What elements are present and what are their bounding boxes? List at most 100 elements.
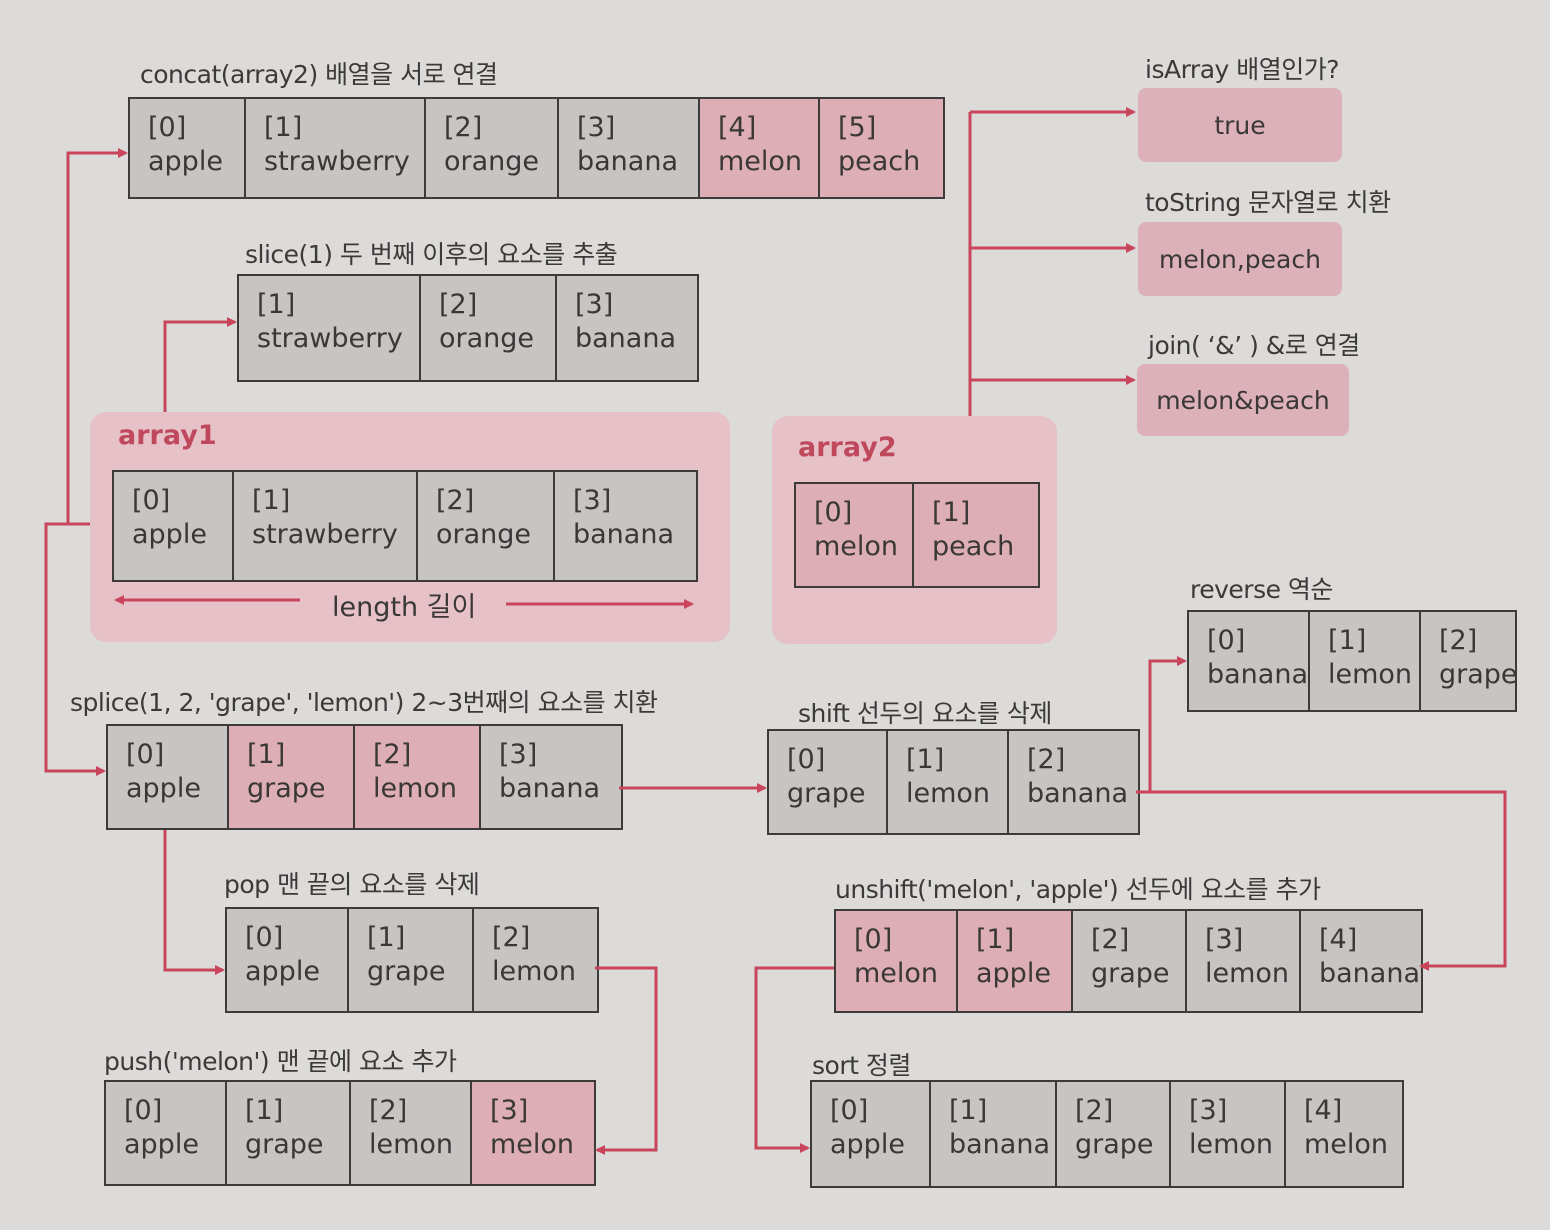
arrow-splice-to-pop bbox=[163, 830, 225, 975]
cell-value: melon bbox=[1304, 1129, 1389, 1160]
cell-value: grape bbox=[245, 1129, 324, 1160]
array-cell: [2]lemon bbox=[351, 1082, 472, 1184]
array-cell: [3]banana bbox=[555, 472, 696, 580]
cell-index: [3] bbox=[573, 485, 612, 516]
arrow-shift-to-reverse bbox=[1136, 656, 1187, 794]
array-cell: [1]grape bbox=[229, 726, 355, 828]
shift-array: [0]grape[1]lemon[2]banana bbox=[767, 729, 1140, 835]
array-cell: [3]banana bbox=[559, 99, 700, 197]
cell-index: [3] bbox=[490, 1095, 529, 1126]
array-cell: [1]grape bbox=[349, 909, 474, 1011]
array-cell: [1]apple bbox=[958, 911, 1073, 1011]
cell-index: [0] bbox=[854, 924, 893, 955]
cell-value: grape bbox=[1091, 958, 1170, 989]
cell-value: apple bbox=[976, 958, 1051, 989]
cell-index: [0] bbox=[830, 1095, 869, 1126]
array-cell: [2]orange bbox=[421, 276, 557, 380]
array2-array: [0]melon[1]peach bbox=[794, 482, 1040, 588]
concat-label: concat(array2) 배열을 서로 연결 bbox=[140, 60, 498, 89]
array-cell: [1]lemon bbox=[1310, 612, 1421, 710]
shift-label: shift 선두의 요소를 삭제 bbox=[798, 699, 1052, 728]
cell-index: [0] bbox=[124, 1095, 163, 1126]
array-cell: [3]lemon bbox=[1187, 911, 1301, 1011]
arrow-pop-to-push bbox=[595, 966, 658, 1155]
array-cell: [4]melon bbox=[1286, 1082, 1402, 1186]
cell-value: apple bbox=[132, 519, 207, 550]
cell-value: grape bbox=[367, 956, 446, 987]
array-cell: [0]banana bbox=[1189, 612, 1310, 710]
array-cell: [2]grape bbox=[1421, 612, 1515, 710]
array-cell: [3]melon bbox=[472, 1082, 594, 1184]
cell-index: [2] bbox=[1027, 744, 1066, 775]
length-label: length 길이 bbox=[332, 592, 477, 623]
cell-value: orange bbox=[436, 519, 532, 550]
array-cell: [0]apple bbox=[106, 1082, 227, 1184]
array-cell: [3]lemon bbox=[1171, 1082, 1286, 1186]
join-label: join( ‘&’ ) &로 연결 bbox=[1148, 331, 1360, 360]
cell-value: peach bbox=[838, 146, 921, 177]
concat-array: [0]apple[1]strawberry[2]orange[3]banana[… bbox=[128, 97, 945, 199]
cell-index: [1] bbox=[252, 485, 291, 516]
array-cell: [0]apple bbox=[114, 472, 234, 580]
array-cell: [0]grape bbox=[769, 731, 888, 833]
cell-index: [1] bbox=[906, 744, 945, 775]
cell-value: melon bbox=[854, 958, 939, 989]
array-cell: [2]banana bbox=[1009, 731, 1138, 833]
cell-index: [0] bbox=[148, 112, 187, 143]
cell-value: lemon bbox=[906, 778, 991, 809]
cell-value: strawberry bbox=[257, 323, 403, 354]
cell-index: [1] bbox=[247, 739, 286, 770]
array-cell: [0]melon bbox=[796, 484, 914, 586]
cell-index: [2] bbox=[439, 289, 478, 320]
splice-array: [0]apple[1]grape[2]lemon[3]banana bbox=[106, 724, 623, 830]
cell-index: [0] bbox=[787, 744, 826, 775]
array-cell: [1]strawberry bbox=[246, 99, 426, 197]
cell-value: apple bbox=[126, 773, 201, 804]
cell-value: orange bbox=[439, 323, 535, 354]
cell-value: apple bbox=[124, 1129, 199, 1160]
cell-value: apple bbox=[148, 146, 223, 177]
cell-index: [3] bbox=[1205, 924, 1244, 955]
cell-index: [0] bbox=[126, 739, 165, 770]
array-cell: [0]apple bbox=[130, 99, 246, 197]
array1-array: [0]apple[1]strawberry[2]orange[3]banana bbox=[112, 470, 698, 582]
pop-label: pop 맨 끝의 요소를 삭제 bbox=[224, 870, 480, 899]
array-cell: [2]grape bbox=[1057, 1082, 1171, 1186]
cell-value: melon bbox=[814, 531, 899, 562]
cell-index: [0] bbox=[1207, 625, 1246, 656]
array-cell: [3]banana bbox=[557, 276, 697, 380]
cell-value: melon bbox=[490, 1129, 575, 1160]
arrow-array1-to-slice bbox=[163, 317, 237, 412]
cell-value: lemon bbox=[1189, 1129, 1274, 1160]
reverse-array: [0]banana[1]lemon[2]grape bbox=[1187, 610, 1517, 712]
isarray-result: true bbox=[1138, 88, 1342, 162]
cell-index: [4] bbox=[1319, 924, 1358, 955]
array-cell: [1]banana bbox=[931, 1082, 1057, 1186]
array-cell: [2]orange bbox=[418, 472, 555, 580]
cell-value: grape bbox=[247, 773, 326, 804]
cell-value: apple bbox=[245, 956, 320, 987]
pop-array: [0]apple[1]grape[2]lemon bbox=[225, 907, 599, 1013]
unshift-array: [0]melon[1]apple[2]grape[3]lemon[4]banan… bbox=[834, 909, 1423, 1013]
cell-index: [1] bbox=[932, 497, 971, 528]
cell-index: [1] bbox=[367, 922, 406, 953]
cell-value: banana bbox=[499, 773, 600, 804]
cell-index: [2] bbox=[1075, 1095, 1114, 1126]
sort-label: sort 정렬 bbox=[812, 1051, 911, 1080]
array-cell: [1]strawberry bbox=[234, 472, 418, 580]
cell-index: [2] bbox=[444, 112, 483, 143]
array-cell: [2]lemon bbox=[355, 726, 481, 828]
reverse-label: reverse 역순 bbox=[1190, 575, 1333, 604]
array-cell: [3]banana bbox=[481, 726, 621, 828]
cell-index: [0] bbox=[814, 497, 853, 528]
sort-array: [0]apple[1]banana[2]grape[3]lemon[4]melo… bbox=[810, 1080, 1404, 1188]
array-cell: [1]lemon bbox=[888, 731, 1009, 833]
cell-index: [1] bbox=[264, 112, 303, 143]
cell-index: [1] bbox=[949, 1095, 988, 1126]
tostring-result: melon,peach bbox=[1138, 222, 1342, 296]
cell-value: banana bbox=[575, 323, 676, 354]
cell-index: [4] bbox=[718, 112, 757, 143]
cell-index: [5] bbox=[838, 112, 877, 143]
cell-index: [2] bbox=[373, 739, 412, 770]
array-cell: [1]peach bbox=[914, 484, 1038, 586]
